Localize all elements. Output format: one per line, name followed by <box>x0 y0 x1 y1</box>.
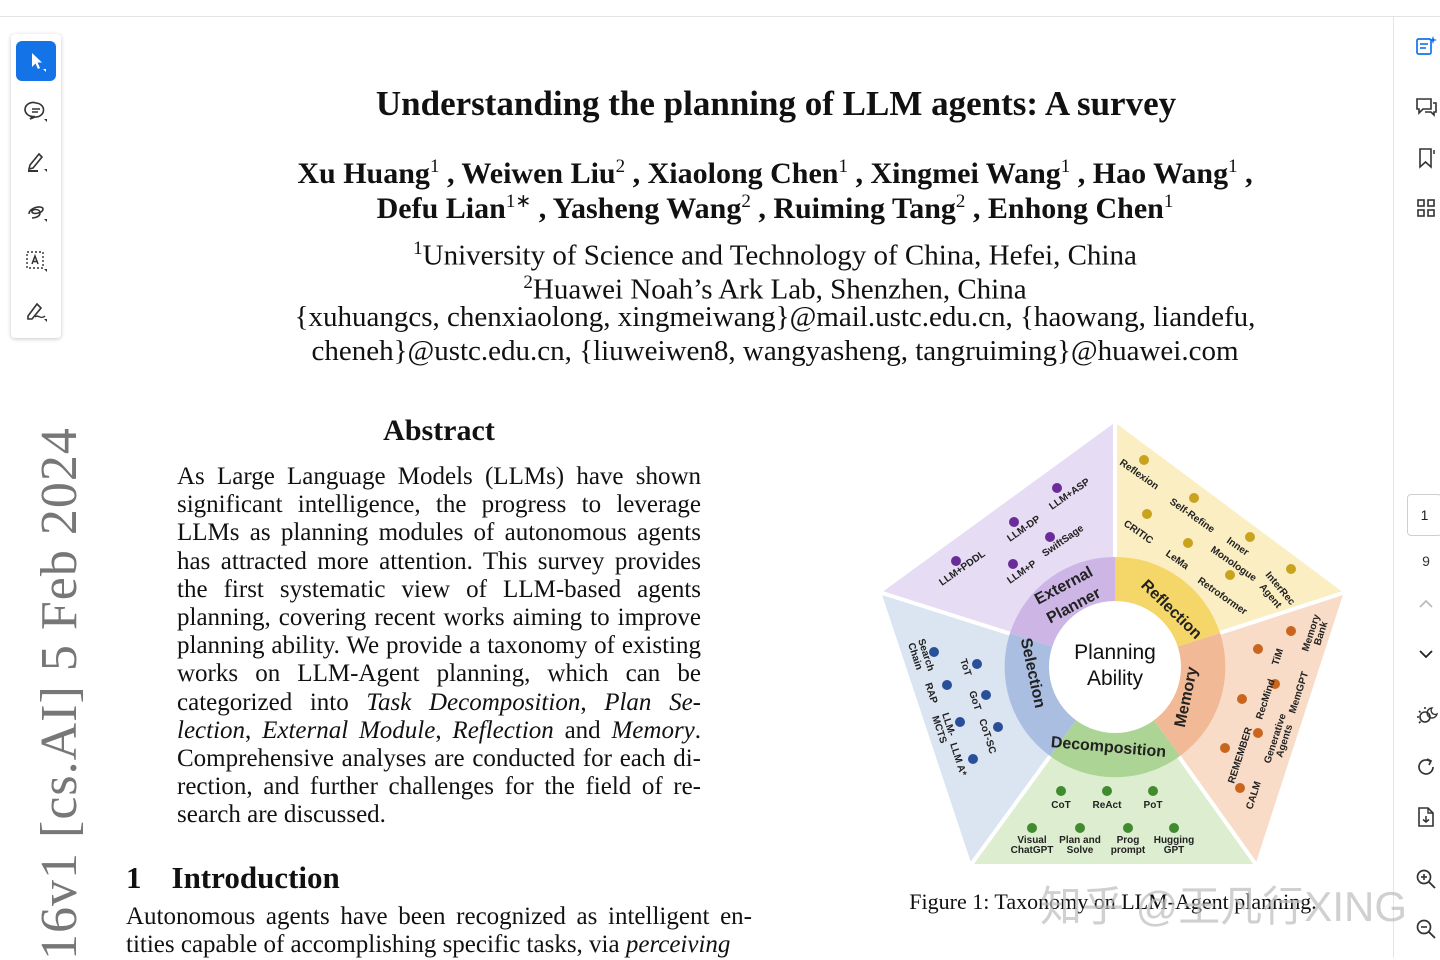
method-label: ReAct <box>1093 800 1123 811</box>
paper-title: Understanding the planning of LLM agents… <box>375 84 1177 123</box>
top-bar <box>0 0 1440 17</box>
draw-tool-button[interactable] <box>16 191 56 231</box>
method-label: CoT <box>1051 800 1070 811</box>
next-page-button[interactable] <box>1408 636 1440 672</box>
emails-line-1: {xuhuangcs, chenxiaolong, xingmeiwang}@m… <box>294 301 1256 333</box>
emails-line-2: cheneh}@ustc.edu.cn, {liuweiwen8, wangya… <box>311 335 1239 367</box>
sun-moon-icon <box>1417 707 1438 724</box>
figure-caption: Figure 1: Taxonomy on LLM-Agent planning… <box>909 889 1317 914</box>
method-label: Visual <box>1017 835 1046 846</box>
comments-icon <box>1416 98 1437 117</box>
arxiv-stamp: 16v1 [cs.AI] 5 Feb 2024 <box>31 427 88 960</box>
grid-icon <box>1417 199 1435 217</box>
comments-panel-button[interactable] <box>1408 88 1440 124</box>
watermark: 知乎 @王凡行XING <box>1040 883 1407 930</box>
text-box-tool-button[interactable] <box>16 241 56 281</box>
save-document-button[interactable] <box>1408 799 1440 835</box>
bookmarks-panel-button[interactable] <box>1408 140 1440 176</box>
zoom-out-icon <box>1416 919 1436 939</box>
freehand-draw-icon <box>28 206 47 222</box>
author: Defu Lian <box>376 192 506 225</box>
taxonomy-figure: Planning Ability External Planner Reflec… <box>876 417 1349 868</box>
text-box-icon <box>26 251 47 272</box>
method-label: Plan and <box>1059 835 1101 846</box>
author: Xiaolong Chen <box>647 157 839 190</box>
abstract-text: As Large Language Models (LLMs) have sho… <box>177 463 702 829</box>
introduction-text: Autonomous agents have been recognized a… <box>126 903 752 959</box>
author: Hao Wang <box>1092 157 1229 190</box>
comment-icon <box>24 101 47 122</box>
add-comment-tool-button[interactable] <box>16 91 56 131</box>
author: Ruiming Tang <box>773 192 956 225</box>
method-label: Prog <box>1117 835 1140 846</box>
zoom-in-button[interactable] <box>1408 861 1440 897</box>
author: Yasheng Wang <box>552 192 742 225</box>
select-tool-button[interactable] <box>16 41 56 81</box>
chevron-up-icon <box>1419 599 1433 608</box>
zoom-out-button[interactable] <box>1408 911 1440 947</box>
previous-page-button[interactable] <box>1408 586 1440 622</box>
annotation-toolbar <box>11 34 61 338</box>
svg-text:prompt: prompt <box>1111 845 1146 856</box>
rotate-icon <box>1418 758 1434 775</box>
svg-text:GPT: GPT <box>1164 845 1185 856</box>
authors-line-1: Xu Huang1 , Weiwen Liu2 , Xiaolong Chen1… <box>297 156 1253 190</box>
rotate-button[interactable] <box>1408 749 1440 785</box>
abstract-heading: Abstract <box>383 414 495 447</box>
author: Weiwen Liu <box>461 157 616 190</box>
svg-text:Solve: Solve <box>1067 845 1094 856</box>
method-label: Hugging <box>1154 835 1195 846</box>
ai-assistant-button[interactable] <box>1408 28 1440 64</box>
author: Xingmei Wang <box>870 157 1061 190</box>
document-save-icon <box>1418 807 1434 827</box>
thumbnails-panel-button[interactable] <box>1408 190 1440 226</box>
sign-tool-button[interactable] <box>16 291 56 331</box>
affiliation-1: 1University of Science and Technology of… <box>413 238 1137 272</box>
cursor-arrow-icon <box>32 53 46 72</box>
svg-text:Ability: Ability <box>1087 667 1144 690</box>
author: Enhong Chen <box>987 192 1164 225</box>
ai-document-icon <box>1416 36 1437 55</box>
svg-text:ChatGPT: ChatGPT <box>1011 845 1054 856</box>
highlight-tool-button[interactable] <box>16 141 56 181</box>
method-label: TiM <box>1270 647 1286 667</box>
current-page-input[interactable]: 1 <box>1407 494 1440 536</box>
signature-pen-icon <box>27 302 47 322</box>
total-pages: 9 <box>1422 553 1430 569</box>
sidebar-divider <box>1393 16 1394 958</box>
theme-toggle-button[interactable] <box>1408 698 1440 734</box>
chevron-down-icon <box>1419 650 1433 659</box>
center-label: Planning <box>1074 641 1156 664</box>
author: Xu Huang <box>297 157 430 190</box>
pen-highlight-icon <box>27 152 47 172</box>
bookmark-icon <box>1419 148 1435 169</box>
authors-line-2: Defu Lian1∗ , Yasheng Wang2 , Ruiming Ta… <box>376 191 1174 225</box>
method-label: PoT <box>1144 800 1163 811</box>
zoom-in-icon <box>1416 869 1436 889</box>
affiliation-2: 2Huawei Noah’s Ark Lab, Shenzhen, China <box>523 272 1027 306</box>
method-label: ToT <box>957 658 973 678</box>
